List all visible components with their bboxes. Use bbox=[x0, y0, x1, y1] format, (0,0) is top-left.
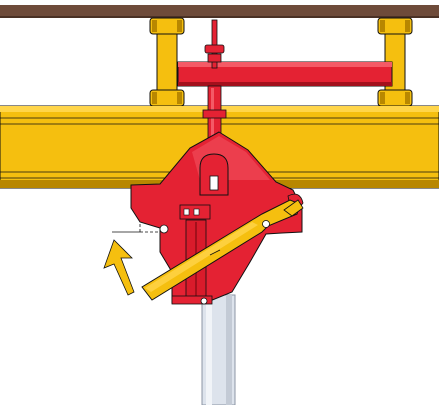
red-crossbar bbox=[177, 61, 393, 87]
ceiling-beam bbox=[0, 5, 439, 17]
ceiling-beam-shadow bbox=[0, 16, 439, 18]
yellow-lever bbox=[141, 199, 304, 301]
left-yellow-hanger bbox=[149, 17, 185, 109]
top-screw bbox=[204, 19, 225, 69]
red-hanger-rod bbox=[202, 85, 227, 147]
up-right-arrow-icon bbox=[103, 239, 135, 296]
prop-tube bbox=[201, 294, 236, 405]
